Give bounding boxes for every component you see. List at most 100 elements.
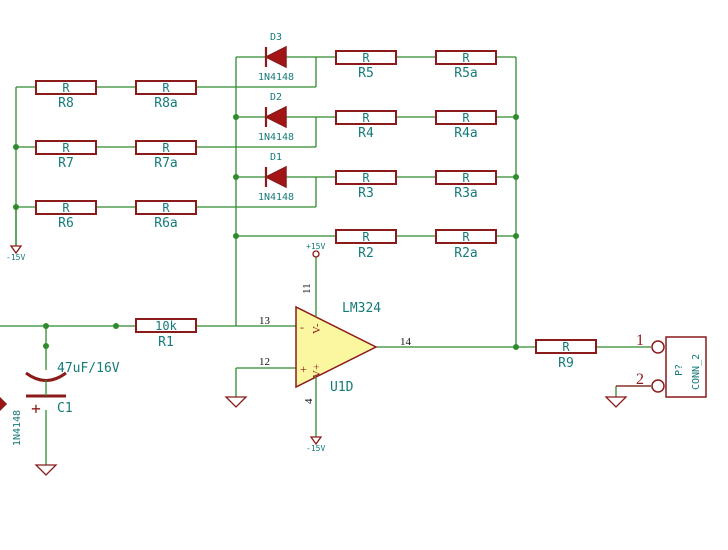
connector-body xyxy=(665,336,707,398)
power-label: -15V xyxy=(6,253,25,262)
resistor-r6[interactable]: R R6 xyxy=(35,200,97,231)
resistor-ref: R7a xyxy=(154,156,177,171)
pin-number-vneg: 4 xyxy=(303,398,315,404)
resistor-value: R xyxy=(62,141,70,155)
power-label: +15V xyxy=(306,242,325,251)
resistor-r7[interactable]: R R7 xyxy=(35,140,97,171)
pin-number-inv: 13 xyxy=(259,315,271,327)
diode-d1[interactable]: D1 1N4148 xyxy=(258,152,294,203)
resistor-value: R xyxy=(162,201,170,215)
resistor-r4[interactable]: R R4 xyxy=(335,110,397,141)
resistor-r1[interactable]: 10k R1 xyxy=(135,318,197,350)
resistor-r4a[interactable]: R R4a xyxy=(435,110,497,141)
junction-dot xyxy=(513,344,519,350)
connector-p[interactable]: 1 2 P? CONN_2 xyxy=(616,332,707,398)
connector-pin-number: 2 xyxy=(636,371,644,388)
junction-dot xyxy=(513,174,519,180)
resistor-ref: R5a xyxy=(454,66,477,81)
resistor-ref: R2 xyxy=(358,246,374,261)
diode-value: 1N4148 xyxy=(258,192,294,203)
resistor-ref: R4 xyxy=(358,126,374,141)
resistor-ref: R7 xyxy=(58,156,74,171)
connector-pin[interactable] xyxy=(651,379,665,393)
junction-dot xyxy=(43,323,49,329)
resistor-value: R xyxy=(362,230,370,244)
opamp-vplus-label: V+ xyxy=(311,364,323,378)
resistor-r7a[interactable]: R R7a xyxy=(135,140,197,171)
junction-dot xyxy=(43,343,49,349)
resistor-ref: R1 xyxy=(158,335,174,350)
pin-number-noninv: 12 xyxy=(259,356,270,368)
resistor-value: R xyxy=(162,81,170,95)
opamp-vminus-label: V- xyxy=(311,323,323,334)
resistor-ref: R3 xyxy=(358,186,374,201)
capacitor-ref: C1 xyxy=(57,401,73,416)
resistor-value: 10k xyxy=(155,319,177,333)
pin-number-out: 14 xyxy=(400,336,412,348)
resistor-r2[interactable]: R R2 xyxy=(335,229,397,261)
ground-symbol xyxy=(34,464,58,476)
connector-ref: P? xyxy=(674,364,685,376)
capacitor-plus: + xyxy=(31,399,41,418)
resistor-ref: R8 xyxy=(58,96,74,111)
resistor-ref: R6a xyxy=(154,216,177,231)
opamp-plus-sign: + xyxy=(300,362,307,376)
resistor-r8a[interactable]: R R8a xyxy=(135,80,197,111)
resistor-r5[interactable]: R R5 xyxy=(335,50,397,81)
junction-dot xyxy=(113,323,119,329)
opamp-value: LM324 xyxy=(342,301,381,316)
resistor-ref: R4a xyxy=(454,126,477,141)
junction-dot xyxy=(233,114,239,120)
resistor-r8[interactable]: R R8 xyxy=(35,80,97,111)
junction-dot xyxy=(233,233,239,239)
resistor-value: R xyxy=(62,81,70,95)
resistor-ref: R8a xyxy=(154,96,177,111)
junction-dot xyxy=(13,144,19,150)
resistor-r5a[interactable]: R R5a xyxy=(435,50,497,81)
opamp-minus-sign: - xyxy=(300,320,304,334)
diode-value: 1N4148 xyxy=(258,72,294,83)
opamp-u1d[interactable]: 11 4 13 12 14 - + V- V+ LM324 U1D xyxy=(259,257,412,437)
resistor-value: R xyxy=(462,111,470,125)
connector-pin[interactable] xyxy=(651,340,665,354)
resistor-value: R xyxy=(562,340,570,354)
resistor-ref: R9 xyxy=(558,356,574,371)
pin-number-vpos: 11 xyxy=(301,283,313,294)
ground-symbol xyxy=(224,396,248,408)
diode-left-partial[interactable]: 1N4148 xyxy=(0,396,23,446)
diode-ref: D2 xyxy=(270,92,282,103)
power-neg-left: -15V xyxy=(6,207,25,262)
resistor-ref: R2a xyxy=(454,246,477,261)
diode-symbol xyxy=(0,396,8,412)
diode-d3[interactable]: D3 1N4148 xyxy=(258,32,294,83)
resistor-r3[interactable]: R R3 xyxy=(335,170,397,201)
resistor-r6a[interactable]: R R6a xyxy=(135,200,197,231)
wires xyxy=(0,56,651,465)
opamp-ref: U1D xyxy=(330,380,354,395)
resistor-value: R xyxy=(62,201,70,215)
resistor-ref: R6 xyxy=(58,216,74,231)
resistor-ref: R3a xyxy=(454,186,477,201)
resistor-value: R xyxy=(362,51,370,65)
diode-d2[interactable]: D2 1N4148 xyxy=(258,92,294,143)
resistor-r9[interactable]: R R9 xyxy=(535,339,597,371)
capacitor-value: 47uF/16V xyxy=(57,361,120,376)
resistor-r3a[interactable]: R R3a xyxy=(435,170,497,201)
diode-symbol xyxy=(264,45,287,69)
resistor-value: R xyxy=(362,111,370,125)
power-label: -15V xyxy=(306,444,325,453)
capacitor-c1[interactable]: + 47uF/16V C1 xyxy=(25,361,120,418)
resistor-value: R xyxy=(462,51,470,65)
power-pos-top: +15V xyxy=(306,242,325,258)
diode-symbol xyxy=(264,105,287,129)
resistor-r2a[interactable]: R R2a xyxy=(435,229,497,261)
diode-value: 1N4148 xyxy=(12,410,23,446)
connector-value: CONN_2 xyxy=(691,354,702,390)
junction-dot xyxy=(233,174,239,180)
diode-ref: D3 xyxy=(270,32,282,43)
resistor-value: R xyxy=(362,171,370,185)
resistor-value: R xyxy=(162,141,170,155)
opamp-triangle xyxy=(295,305,378,389)
